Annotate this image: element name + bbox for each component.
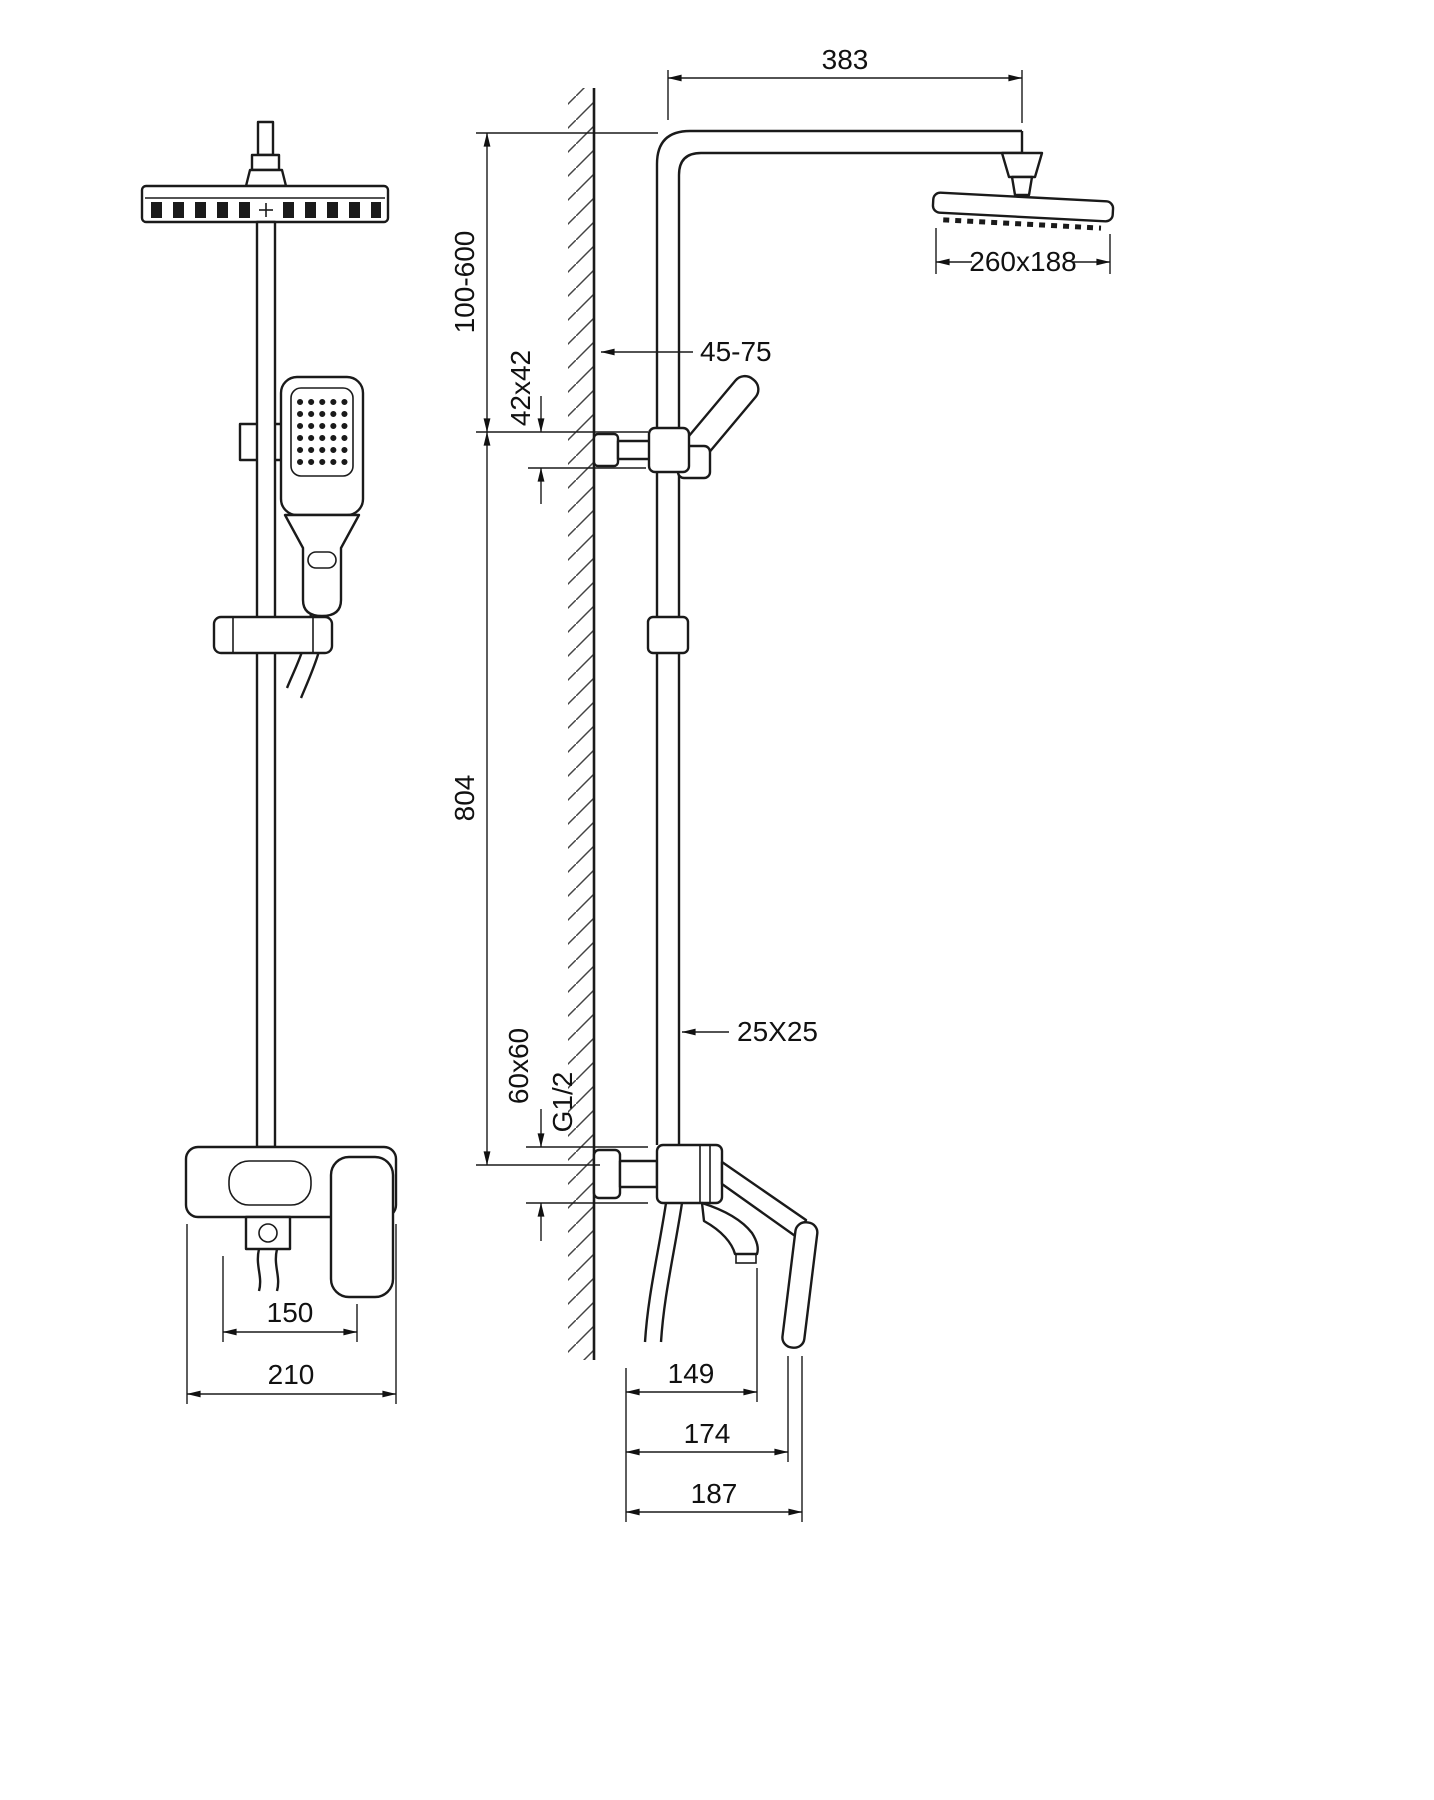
dim-riser-adjust-label: 100-600 [449, 231, 480, 334]
front-view [140, 120, 398, 1299]
dim-inlet-spacing-label: 150 [267, 1297, 314, 1328]
dim-arm-reach-label: 383 [822, 44, 869, 75]
wall-section [568, 88, 596, 1360]
dim-mixer-body: 60x60 [503, 1028, 648, 1241]
mixer-hose-front [256, 1248, 262, 1292]
mixer-flange-side [592, 1148, 622, 1200]
dim-thread-size: G1/2 [547, 1072, 578, 1133]
slider-body [212, 615, 334, 655]
mixer-body-side [655, 1143, 724, 1205]
dim-wall-clearance-label: 45-75 [700, 336, 772, 367]
hand-shower-nozzles [297, 399, 349, 465]
hand-shower-handle [283, 513, 361, 618]
dim-reach-total: 187 [625, 1356, 803, 1522]
dim-wall-clearance: 45-75 [600, 336, 772, 367]
dim-bracket-size: 42x42 [505, 350, 646, 504]
spout-aerator [735, 1253, 757, 1264]
mixer-hose-side [643, 1202, 668, 1343]
riser-outer [655, 129, 1022, 1145]
mixer-spout-outlet [258, 1223, 278, 1243]
mixer-stem-side [618, 1159, 659, 1189]
dim-arm-reach: 383 [667, 44, 1023, 123]
head-joint-upper [1000, 151, 1044, 179]
front-mixer [184, 1145, 398, 1299]
front-overhead-shower [140, 120, 390, 224]
side-riser-and-arm [655, 129, 1024, 1145]
side-slider [646, 615, 690, 655]
riser-clamp [647, 426, 691, 474]
dimensions: 383 260x188 100-600 42x42 45-75 [186, 44, 1111, 1522]
riser-inner [677, 151, 1022, 1145]
mixer-spout-front [244, 1215, 292, 1251]
wall-hatching [568, 88, 594, 1360]
bracket-flange [592, 432, 620, 468]
overhead-nozzles-side [943, 217, 1102, 231]
dim-mixer-width-label: 210 [268, 1359, 315, 1390]
dim-pipe-profile-label: 25X25 [737, 1016, 818, 1047]
label-background [972, 247, 1072, 276]
mixer-plate [228, 1160, 312, 1206]
dim-inlet-spacing: 150 [222, 1256, 358, 1342]
dim-pipe-profile: 25X25 [681, 1016, 818, 1047]
front-slider-holder [212, 615, 334, 655]
dim-column-height-label: 804 [449, 775, 480, 822]
hand-shower-button [307, 551, 337, 569]
mixer-lever-front [329, 1155, 395, 1299]
dim-reach-total-label: 187 [691, 1478, 738, 1509]
overhead-shower-side [931, 191, 1115, 223]
side-hand-shower [647, 374, 760, 480]
dim-bracket-size-label: 42x42 [505, 350, 536, 426]
dim-mixer-body-label: 60x60 [503, 1028, 534, 1104]
head-joint-ball [1010, 175, 1034, 197]
front-hand-shower [279, 375, 365, 618]
front-riser-pole [255, 220, 277, 1149]
dim-reach-handle: 174 [625, 1356, 789, 1462]
mixer-hose-front [274, 1248, 280, 1292]
dim-head-size: 260x188 [935, 228, 1111, 277]
side-overhead-shower [931, 151, 1115, 231]
dim-head-size-label: 260x188 [969, 246, 1076, 277]
side-view [568, 88, 1115, 1360]
mixer-spout-side [700, 1201, 759, 1256]
dim-reach-spout: 149 [625, 1268, 758, 1522]
dim-reach-spout-label: 149 [668, 1358, 715, 1389]
mixer-lever-side [781, 1221, 819, 1349]
dim-riser-adjust: 100-600 [449, 132, 658, 433]
head-neck [244, 168, 288, 188]
mixer-hose-side [659, 1202, 684, 1343]
dim-reach-handle-label: 174 [684, 1418, 731, 1449]
hand-shower-head [279, 375, 365, 517]
dim-column-height: 804 [449, 431, 600, 1166]
dim-thread-size-label: G1/2 [547, 1072, 578, 1133]
dim-mixer-width: 210 [186, 1224, 397, 1404]
side-mixer [592, 1143, 819, 1349]
head-nut [250, 153, 281, 172]
head-stem [256, 120, 275, 157]
hand-shower-face [290, 387, 354, 477]
